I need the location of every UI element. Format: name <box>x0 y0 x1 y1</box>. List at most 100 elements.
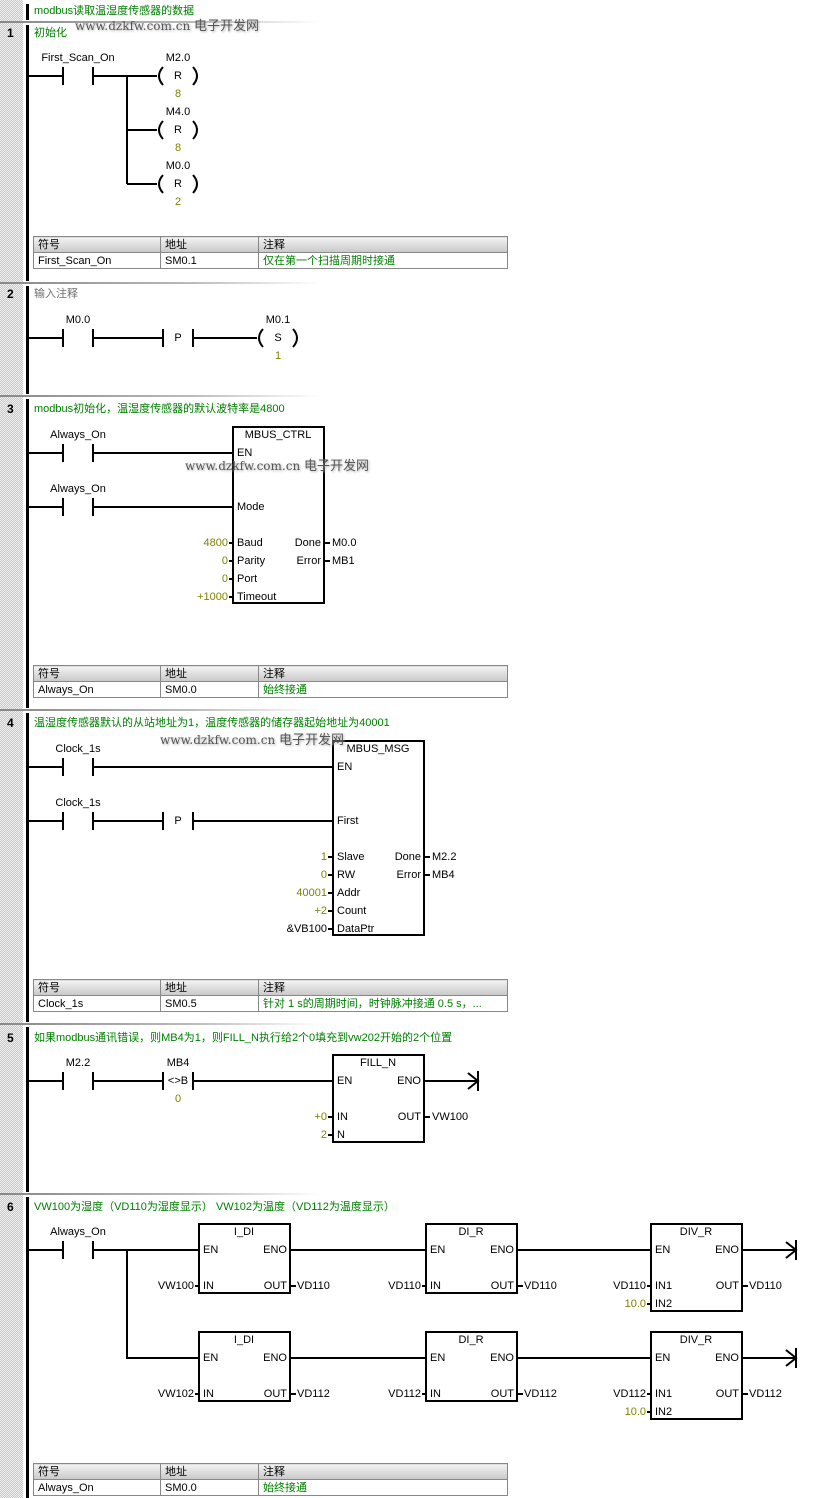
pin-mode: Mode <box>237 501 265 513</box>
watermark-site: 电子开发网 <box>194 19 260 34</box>
address-cell: SM0.5 <box>160 995 259 1012</box>
pin-eno: ENO <box>397 1075 421 1087</box>
symbol-cell: Clock_1s <box>33 995 161 1012</box>
pin-label: OUT <box>263 1388 287 1400</box>
pin-value: 2 <box>320 1129 327 1141</box>
program-title: modbus读取温湿度传感器的数据 <box>34 5 195 17</box>
pin-stubs <box>328 1116 430 1136</box>
power-rail <box>26 4 29 20</box>
pin-en: EN <box>337 1075 353 1087</box>
coil-address: M4.0 <box>165 106 191 118</box>
pin-value: 4800 <box>203 537 228 549</box>
pin-value: VD112 <box>613 1388 646 1400</box>
pin-value: VD112 <box>524 1388 557 1400</box>
pin-value: 0 <box>221 573 228 585</box>
compare-op: <>B <box>167 1075 189 1087</box>
network-comment[interactable]: 如果modbus通讯错误，则MB4为1，则FILL_N执行给2个0填充到vw20… <box>34 1032 453 1044</box>
pin-eno: ENO <box>715 1352 739 1364</box>
pin-value: VD112 <box>749 1388 782 1400</box>
address-cell: SM0.1 <box>160 252 259 269</box>
network-number: 2 <box>7 287 14 301</box>
coil-address: M0.0 <box>165 160 191 172</box>
watermark: www.dzkfw.com.cn 电子开发网 <box>185 460 369 474</box>
pin-value: 40001 <box>296 887 327 899</box>
pin-en: EN <box>237 447 253 459</box>
network-separator <box>0 709 320 711</box>
contact-m0-0 <box>62 329 94 347</box>
network-comment[interactable]: 温湿度传感器默认的从站地址为1，温度传感器的储存器起始地址为40001 <box>34 717 390 729</box>
box-title: DI_R <box>458 1226 484 1238</box>
pin-label: N <box>337 1129 345 1141</box>
pin-label: Done <box>394 851 421 863</box>
pin-en: EN <box>337 761 353 773</box>
header-comment: 注释 <box>258 1463 508 1480</box>
contact-always-on <box>62 1241 94 1259</box>
box-title: I_DI <box>233 1226 255 1238</box>
di-r-box-1 <box>425 1223 518 1294</box>
pin-value: VD112 <box>297 1388 330 1400</box>
contact-label: Always_On <box>50 483 106 495</box>
network-comment[interactable]: modbus初始化，温湿度传感器的默认波特率是4800 <box>34 403 285 415</box>
network-gutter[interactable] <box>0 0 23 1498</box>
pin-label: IN <box>203 1280 214 1292</box>
pin-value: +1000 <box>197 591 228 603</box>
header-address: 地址 <box>160 236 259 253</box>
header-symbol: 符号 <box>33 1463 161 1480</box>
network-3-wiring <box>28 426 330 604</box>
pin-en: EN <box>655 1244 671 1256</box>
pin-value: 1 <box>320 851 327 863</box>
comment-cell: 针对 1 s的周期时间，时钟脉冲接通 0.5 s，... <box>258 995 508 1012</box>
pin-label: IN <box>337 1111 348 1123</box>
pin-value: 0 <box>320 869 327 881</box>
power-rail <box>26 399 29 708</box>
contact-label: M2.2 <box>65 1057 91 1069</box>
div-r-box-2 <box>650 1331 743 1420</box>
coil-address: M2.0 <box>165 52 191 64</box>
network-1-wiring <box>28 66 198 194</box>
di-r-box-2 <box>425 1331 518 1402</box>
coil-op: R <box>174 70 182 82</box>
contact-first-scan-on <box>62 67 94 85</box>
pin-label: IN <box>203 1388 214 1400</box>
header-address: 地址 <box>160 665 259 682</box>
div-r-box-1 <box>650 1223 743 1312</box>
pin-label: Parity <box>237 555 266 567</box>
pin-value: VD112 <box>388 1388 421 1400</box>
network-4-wiring <box>28 740 430 936</box>
mbus-ctrl-box <box>232 426 325 604</box>
coil-count: 1 <box>274 350 282 362</box>
comment-cell: 始终接通 <box>258 1479 508 1496</box>
pin-label: Baud <box>237 537 263 549</box>
header-comment: 注释 <box>258 979 508 996</box>
header-comment: 注释 <box>258 665 508 682</box>
watermark: www.dzkfw.com.cn 电子开发网 <box>160 734 344 748</box>
power-rail <box>26 25 29 281</box>
pin-label: Error <box>396 869 421 881</box>
network-6-wiring <box>28 1223 798 1420</box>
pin-stubs <box>195 1285 748 1413</box>
pin-en: EN <box>203 1244 219 1256</box>
network-comment[interactable]: 初始化 <box>34 27 67 39</box>
coil-count: 8 <box>174 142 182 154</box>
pin-label: Slave <box>337 851 365 863</box>
pin-first: First <box>337 815 359 827</box>
pin-value: VD110 <box>613 1280 646 1292</box>
box-title: DIV_R <box>679 1334 713 1346</box>
network-number: 3 <box>7 402 14 416</box>
network-comment[interactable]: 输入注释 <box>34 288 78 300</box>
network-number: 5 <box>7 1031 14 1045</box>
contacts-clock <box>62 758 194 830</box>
network-separator <box>0 282 320 284</box>
edge-label: P <box>174 332 182 344</box>
power-rail <box>26 1027 29 1192</box>
box-title: MBUS_CTRL <box>244 429 312 441</box>
coil-m4-0 <box>158 120 198 140</box>
pin-label: OUT <box>263 1280 287 1292</box>
network-comment[interactable]: VW100为湿度（VD110为湿度显示） VW102为温度（VD112为温度显示… <box>34 1201 395 1213</box>
coil-op: S <box>274 332 282 344</box>
